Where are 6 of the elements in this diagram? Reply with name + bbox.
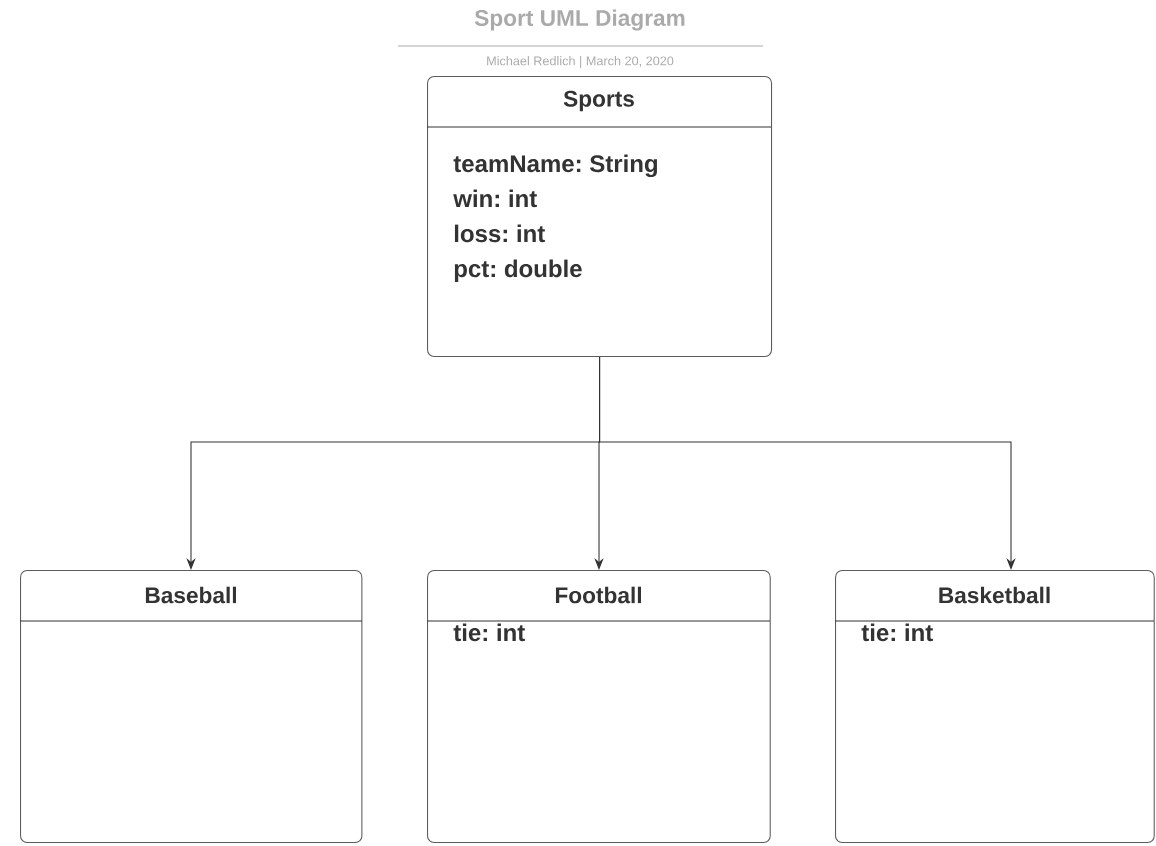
- arrow: [599, 356, 1016, 570]
- class-box: Basketball tie: int: [834, 570, 1155, 844]
- class-box: Football tie: int: [426, 570, 771, 844]
- title: Sport UML Diagram: [474, 9, 685, 31]
- class-box: Sports teamName: String win: int loss: int pct: double: [426, 76, 773, 358]
- class-box: Baseball: [19, 570, 363, 844]
